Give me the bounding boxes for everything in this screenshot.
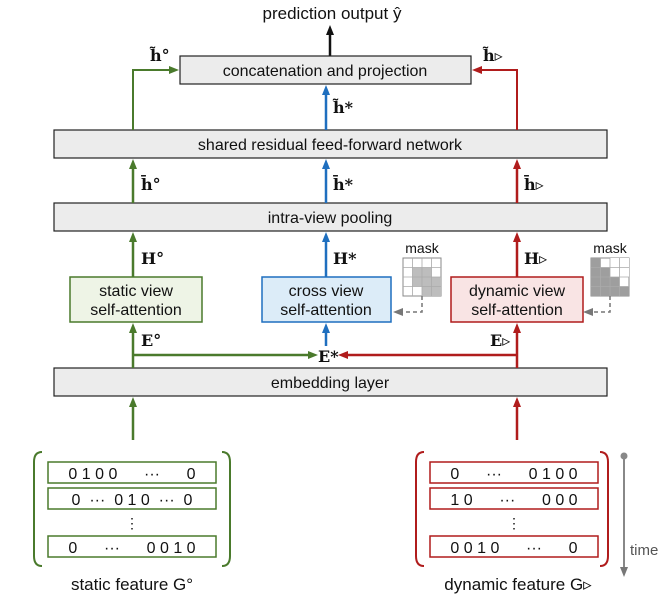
cross-mask-arrow bbox=[393, 296, 423, 316]
output-label: prediction output ŷ bbox=[263, 4, 402, 23]
static-attention-line1: static view bbox=[99, 283, 173, 300]
label-H-static: H° bbox=[141, 249, 164, 268]
static-right-brace bbox=[221, 451, 231, 567]
label-H-dyn: H▹ bbox=[524, 249, 547, 268]
dynamic-row-3-text: 0 0 1 0 ··· 0 bbox=[450, 540, 577, 557]
static-attention-box bbox=[69, 276, 203, 323]
dynamic-attention-line1: dynamic view bbox=[469, 283, 565, 300]
static-left-brace bbox=[33, 451, 43, 567]
embedding-box bbox=[53, 367, 608, 397]
cross-attention-line1: cross view bbox=[289, 283, 364, 300]
dynamic-mask-grid bbox=[590, 257, 630, 297]
static-row-1 bbox=[47, 461, 217, 484]
static-attention-line2: self-attention bbox=[90, 302, 182, 319]
label-E-static: E° bbox=[141, 331, 161, 350]
ffn-label: shared residual feed-forward network bbox=[198, 137, 463, 154]
static-row-3 bbox=[47, 535, 217, 558]
time-label: time bbox=[630, 542, 658, 559]
label-h-star-mid: h̄* bbox=[333, 174, 354, 194]
static-caption: static feature G° bbox=[71, 575, 193, 594]
concat-box bbox=[179, 55, 472, 85]
label-H-star: H* bbox=[333, 249, 357, 268]
static-row-2-text: 0 ··· 0 1 0 ··· 0 bbox=[72, 492, 193, 509]
dynamic-caption: dynamic feature G▹ bbox=[444, 575, 592, 594]
dynamic-row-1-text: 0 ··· 0 1 0 0 bbox=[450, 466, 577, 483]
cross-mask-label: mask bbox=[405, 240, 439, 256]
label-h-static-mid: h̄° bbox=[141, 174, 161, 194]
pooling-box bbox=[53, 202, 608, 232]
static-vdots: ⋮ bbox=[125, 515, 139, 531]
time-axis-start bbox=[620, 452, 628, 460]
dynamic-row-3 bbox=[429, 535, 599, 558]
label-E-dyn: E▹ bbox=[490, 331, 510, 350]
cross-attention-line2: self-attention bbox=[280, 302, 372, 319]
pooling-label: intra-view pooling bbox=[268, 210, 393, 227]
label-E-star: E* bbox=[318, 347, 339, 366]
static-row-3-text: 0 ··· 0 0 1 0 bbox=[68, 540, 195, 557]
cross-attention-box bbox=[261, 276, 392, 323]
dynamic-ffn-arrow bbox=[472, 66, 518, 130]
dynamic-left-brace bbox=[415, 451, 425, 567]
dynamic-vdots: ⋮ bbox=[507, 515, 521, 531]
label-h-dyn-mid: h̄▹ bbox=[524, 174, 544, 194]
dynamic-row-1 bbox=[429, 461, 599, 484]
static-ffn-arrow bbox=[132, 66, 179, 130]
concat-label: concatenation and projection bbox=[223, 63, 428, 80]
label-h-static-top: h̃° bbox=[150, 46, 170, 65]
dynamic-attention-line2: self-attention bbox=[471, 302, 563, 319]
embedding-label: embedding layer bbox=[271, 375, 390, 392]
label-h-star-top: h̃* bbox=[333, 98, 354, 117]
dynamic-mask-label: mask bbox=[593, 240, 627, 256]
dynamic-right-brace bbox=[599, 451, 609, 567]
dynamic-row-2-text: 1 0 ··· 0 0 0 bbox=[450, 492, 577, 509]
dynamic-mask-arrow bbox=[583, 296, 611, 316]
dynamic-attention-box bbox=[450, 276, 584, 323]
static-row-2 bbox=[47, 487, 217, 510]
static-row-1-text: 0 1 0 0 ··· 0 bbox=[68, 466, 195, 483]
cross-mask-grid bbox=[402, 257, 442, 297]
dynamic-row-2 bbox=[429, 487, 599, 510]
label-h-dyn-top: h̃▹ bbox=[483, 46, 503, 65]
ffn-box bbox=[53, 129, 608, 159]
